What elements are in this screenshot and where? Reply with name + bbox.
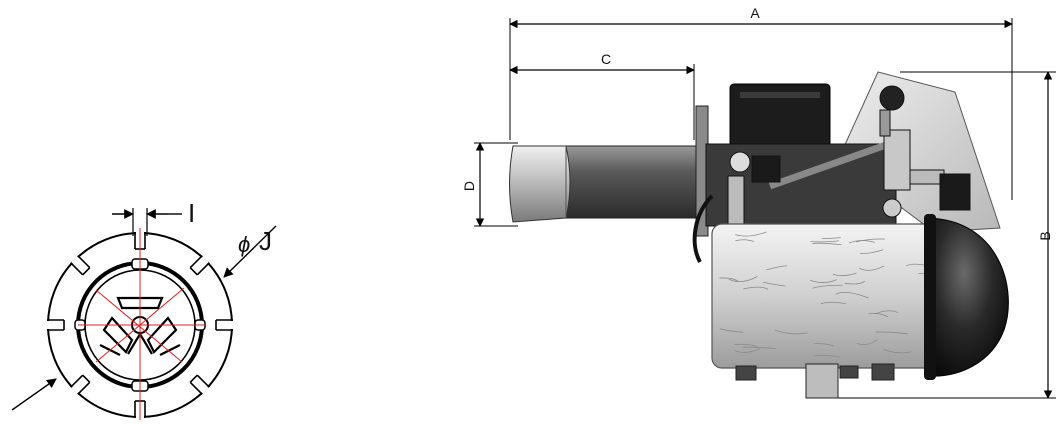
burner-illustration [509, 71, 1009, 399]
foil-wrinkle [868, 312, 888, 318]
insulated-casing [711, 223, 943, 369]
flange-notch-end [189, 267, 198, 276]
flange-notch-edge [70, 374, 84, 388]
flange-notch-edge [70, 262, 84, 276]
bottom-fittings [735, 363, 895, 399]
foil-wrinkle [835, 291, 869, 299]
fan-dome [927, 217, 1009, 377]
flange-notch-end [82, 267, 91, 276]
foil-wrinkle [812, 242, 842, 246]
dimension-j-label: J [259, 226, 272, 256]
dimension-a: A [509, 5, 1013, 200]
foil-wrinkle [735, 231, 767, 237]
dimension-j: ϕ J [11, 225, 277, 411]
foil-wrinkle [832, 272, 857, 277]
foil-wrinkle [763, 281, 786, 287]
foil-wrinkle [814, 355, 841, 358]
foil-wrinkle [734, 348, 761, 353]
foil-wrinkle [875, 331, 908, 335]
foil-wrinkle [728, 276, 758, 283]
foil-wrinkle [860, 249, 884, 254]
foil-wrinkle [858, 265, 885, 271]
foil-wrinkle [743, 286, 769, 290]
nozzle-end [509, 145, 571, 223]
foil-wrinkle [874, 310, 899, 315]
flange-front-view: I ϕ J [11, 198, 277, 420]
dimension-b: B [830, 71, 1056, 399]
foil-wrinkle [812, 284, 843, 289]
foil-wrinkle [734, 343, 758, 348]
foil-wrinkle [883, 348, 912, 354]
flange-notch-end [189, 374, 198, 383]
foil-wrinkle [844, 280, 866, 285]
foil-wrinkle [855, 238, 885, 243]
dimension-b-label: B [1037, 231, 1053, 240]
foil-wrinkle [820, 301, 847, 305]
burner-side-view: A C D B [461, 5, 1056, 399]
flange-notch-edge [196, 374, 210, 388]
flange-guide-lines [78, 228, 205, 420]
flange-notch-edge [77, 381, 91, 395]
dimension-d-label: D [461, 181, 477, 191]
foil-wrinkle [766, 265, 788, 271]
flange-notch-edge [77, 255, 91, 269]
flange-notch [190, 256, 209, 275]
foil-wrinkle [810, 240, 839, 243]
foil-wrinkle [810, 279, 837, 283]
flange-notch [71, 256, 90, 275]
foil-wrinkle [719, 328, 744, 333]
dimension-i: I [112, 198, 195, 236]
foil-wrinkle [848, 240, 875, 244]
foil-wrinkle [774, 329, 808, 335]
flange-notch-edge [189, 255, 203, 269]
fuel-hose [692, 194, 714, 263]
foil-wrinkle [813, 343, 834, 347]
flange-notch [190, 375, 209, 394]
dimension-c: C [509, 51, 695, 140]
dimension-i-label: I [188, 198, 195, 228]
foil-wrinkle [821, 237, 841, 240]
dimension-c-label: C [601, 51, 611, 67]
foil-wrinkle [735, 239, 755, 242]
flange-notch-edge [196, 262, 210, 276]
foil-wrinkle [743, 346, 776, 349]
flange-notch-edge [189, 381, 203, 395]
dimension-a-label: A [750, 5, 760, 21]
blast-tube [559, 145, 703, 219]
flange-notch [71, 375, 90, 394]
flange-notch-end [82, 374, 91, 383]
fuel-valves [727, 85, 971, 225]
foil-wrinkle [856, 339, 878, 346]
diameter-symbol: ϕ [238, 232, 250, 257]
dimension-d: D [461, 142, 518, 227]
